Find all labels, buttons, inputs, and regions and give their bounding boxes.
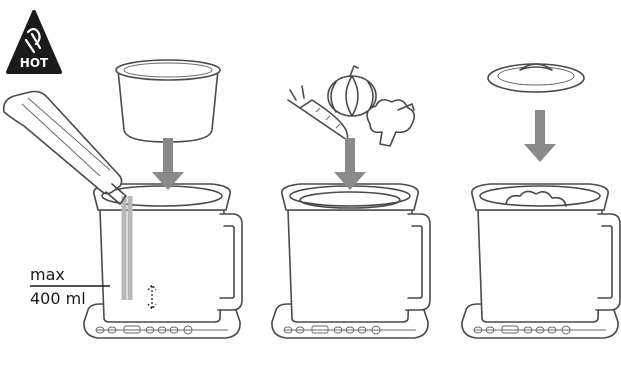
down-arrow-icon bbox=[334, 138, 366, 190]
hot-label: HOT bbox=[20, 56, 49, 70]
lid-icon bbox=[488, 64, 584, 92]
step-2-add-vegetables bbox=[272, 66, 430, 338]
broccoli-icon bbox=[367, 100, 414, 146]
step-1-fill-water: max 400 ml bbox=[4, 60, 242, 338]
down-arrow-icon bbox=[524, 110, 556, 162]
volume-label: 400 ml bbox=[30, 289, 86, 308]
hot-warning-icon: HOT bbox=[8, 12, 60, 72]
step-3-close-lid bbox=[462, 64, 620, 338]
bottle-pour-icon bbox=[4, 92, 126, 205]
down-arrow-icon bbox=[152, 138, 184, 190]
max-label: max bbox=[30, 265, 65, 284]
steamer-basket-icon bbox=[116, 60, 220, 142]
pumpkin-icon bbox=[328, 66, 376, 116]
